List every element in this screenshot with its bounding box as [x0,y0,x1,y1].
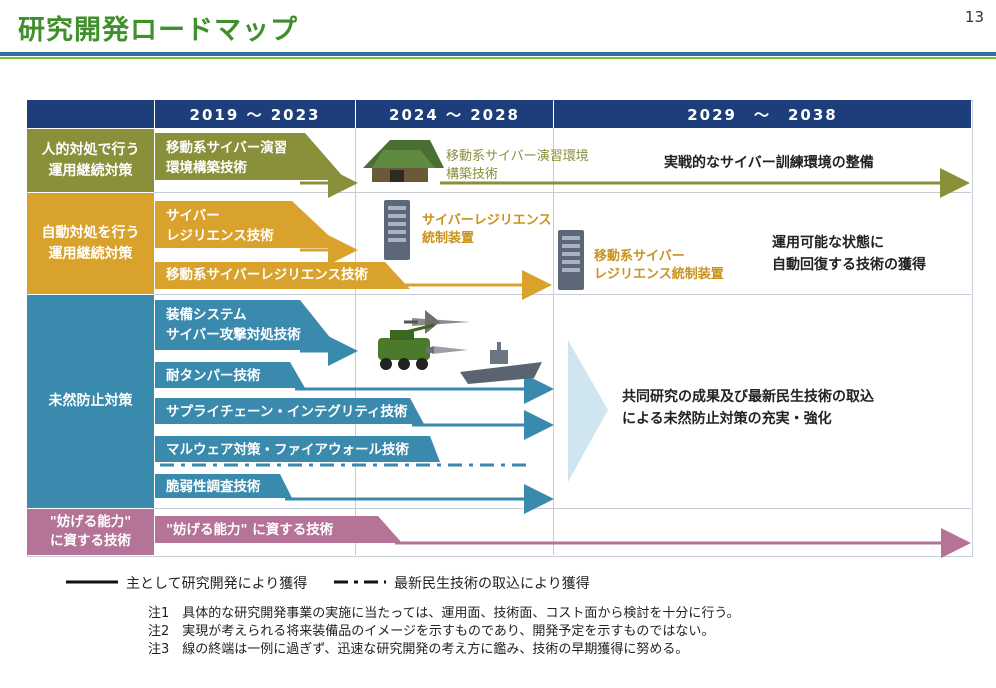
armored-vehicle-icon [378,323,435,370]
band-shape [155,133,346,180]
row-label-hindering: "妨げる能力" に資する技術 [27,509,154,555]
band-shape [155,436,440,462]
legend-dashed-label: 最新民生技術の取込により獲得 [394,576,590,592]
label-mobile-resilience-control: 移動系サイバー レジリエンス統制装置 [594,249,724,282]
band-supply-chain: サプライチェーン・インテグリティ技術 [166,404,408,420]
band-cyber-resilience: サイバー レジリエンス技術 [166,208,274,244]
tent-icon [363,140,444,182]
band-shape [155,398,424,424]
band-anti-tamper: 耐タンパー技術 [166,368,261,384]
page-title: 研究開発ロードマップ [18,15,298,46]
chevron-arrow-icon [568,340,608,482]
header-rule-blue [0,52,996,56]
legend-solid-label: 主として研究開発により獲得 [126,576,308,592]
note-3: 注3 線の終端は一例に過ぎず、迅速な研究開発の考え方に鑑み、技術の早期獲得に努め… [148,642,689,657]
period-header-1: 2019 ～ 2023 [155,100,355,128]
label-mobile-exercise-env: 移動系サイバー演習環境 構築技術 [446,149,589,182]
band-mobile-exercise: 移動系サイバー演習 環境構築技術 [166,140,288,176]
band-shape [155,474,292,498]
band-shape [155,201,342,248]
band-mobile-resilience: 移動系サイバーレジリエンス技術 [166,267,368,283]
band-vulnerability: 脆弱性調査技術 [166,479,261,495]
drone-icon [404,310,470,334]
goal-training-env: 実戦的なサイバー訓練環境の整備 [664,155,874,171]
period-header-blank [27,100,154,128]
band-shape [155,300,340,350]
row-label-text: 未然防止対策 [48,393,133,409]
goal-prevention: 共同研究の成果及び最新民生技術の取込 による未然防止対策の充実・強化 [622,389,874,427]
band-shape [155,262,410,289]
note-2: 注2 実現が考えられる将来装備品のイメージを示すものであり、開発予定を示すもので… [148,624,715,639]
server-icon [558,230,584,290]
band-shape [155,362,305,388]
missile-icon [426,346,468,354]
band-shape [155,516,402,543]
goal-auto-recovery: 運用可能な状態に 自動回復する技術の獲得 [772,235,926,273]
period-header-3: 2029 ～ 2038 [554,100,971,128]
row-label-human-response: 人的対処で行う 運用継続対策 [27,129,154,192]
server-icon [384,200,410,260]
row-label-text: "妨げる能力" に資する技術 [49,514,132,549]
warship-icon [460,342,542,384]
band-malware-firewall: マルウェア対策・ファイアウォール技術 [166,442,409,458]
row-label-prevention: 未然防止対策 [27,295,154,508]
row-label-auto-response: 自動対処を行う 運用継続対策 [27,193,154,294]
header-rule-green [0,57,996,59]
band-equipment-attack: 装備システム サイバー攻撃対処技術 [166,307,301,343]
note-1: 注1 具体的な研究開発事業の実施に当たっては、運用面、技術面、コスト面から検討を… [148,606,740,621]
row-label-text: 自動対処を行う 運用継続対策 [41,224,140,262]
band-hindering-ability: "妨げる能力" に資する技術 [166,522,334,538]
period-header-2: 2024 ～ 2028 [356,100,553,128]
label-resilience-control: サイバーレジリエンス 統制装置 [422,213,552,246]
row-label-text: 人的対処で行う 運用継続対策 [41,141,140,179]
page-number: 13 [964,8,984,26]
